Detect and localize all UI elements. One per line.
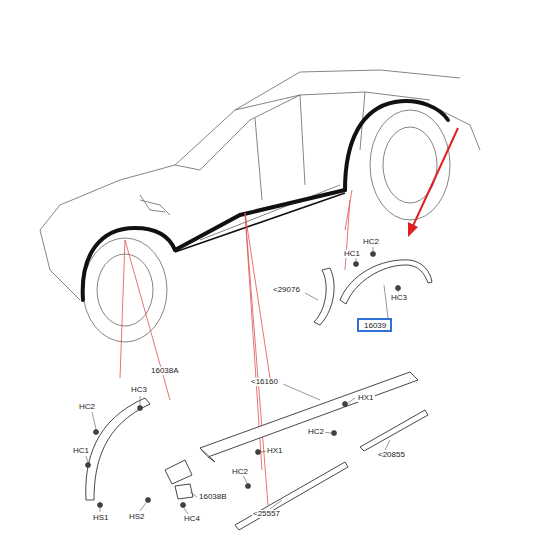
callout-number: HX1 <box>266 447 284 455</box>
callout-number: <25557 <box>252 510 281 518</box>
callout-number: <29076 <box>272 286 301 294</box>
sill-edge <box>175 193 345 252</box>
clips <box>86 252 401 508</box>
callout-number: <16160 <box>250 378 279 386</box>
callout-number: 16038B <box>198 493 228 501</box>
callout-number: HC2 <box>231 468 249 476</box>
label-leaders <box>86 247 398 514</box>
callout-number: HC3 <box>390 294 408 302</box>
callout-number: HC3 <box>130 386 148 394</box>
callout-number: 16038A <box>150 367 180 375</box>
callout-number: HS1 <box>92 514 110 522</box>
leader-lines <box>120 190 352 505</box>
callout-number: HX1 <box>357 394 375 402</box>
callout-number: HC1 <box>343 250 361 258</box>
molding-highlight <box>83 101 448 300</box>
callout-number: HS2 <box>128 513 146 521</box>
callout-number: HC2 <box>362 238 380 246</box>
exploded-parts <box>86 260 432 530</box>
callout-number: HC4 <box>183 515 201 523</box>
highlight-box: 16039 <box>357 318 392 332</box>
callout-number: 16039 <box>364 322 385 330</box>
red-arrow <box>408 128 458 237</box>
callout-number: HC2 <box>78 403 96 411</box>
callout-number: HC1 <box>72 447 90 455</box>
callout-number: HC2 <box>307 428 325 436</box>
callout-number: <20855 <box>377 451 406 459</box>
car-body <box>40 70 480 342</box>
